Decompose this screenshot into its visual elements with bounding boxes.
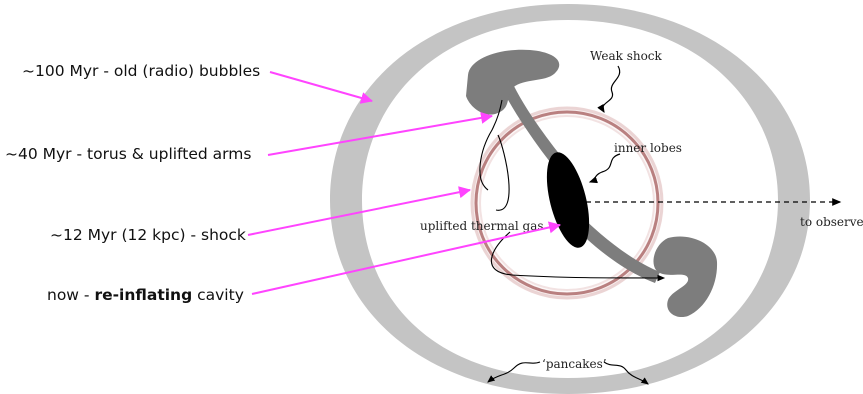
uplifted-gas-label: uplifted thermal gas (420, 219, 544, 233)
annotation-old-bubbles: ~100 Myr - old (radio) bubbles (22, 62, 260, 80)
old-bubble-lower (653, 236, 717, 317)
annotation-now: now - re-inflating cavity (47, 286, 244, 304)
annotation-torus: ~40 Myr - torus & uplifted arms (5, 145, 251, 163)
pancakes-label: ‘pancakes’ (542, 357, 607, 371)
annotation-shock: ~12 Myr (12 kpc) - shock (50, 226, 246, 244)
weak-shock-pointer (603, 66, 620, 112)
weak-shock-label: Weak shock (590, 49, 663, 63)
to-observer-label: to observer (800, 215, 863, 229)
arrow-old-bubbles (270, 72, 372, 101)
inner-lobes-label: inner lobes (614, 141, 682, 155)
